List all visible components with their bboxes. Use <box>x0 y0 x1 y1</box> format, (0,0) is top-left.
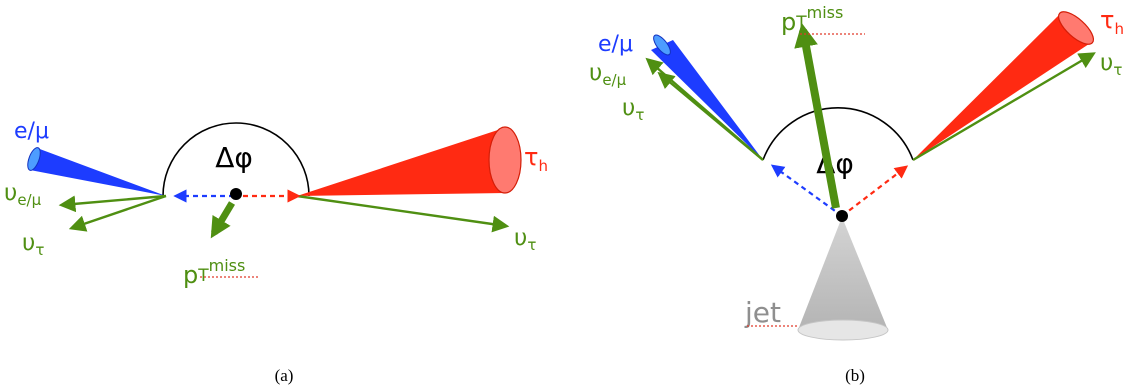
nu-lepton-label-b: υe/μ <box>589 60 627 89</box>
met-arrow <box>210 201 236 239</box>
nu-tau-arrow-b <box>912 52 1096 162</box>
nu-tau-label-b: υτ <box>1100 50 1122 79</box>
nu-tau-lepton-side-arrow <box>68 194 167 232</box>
nu-tau-lepton-side-label: υτ <box>22 230 44 259</box>
tau-label: τh <box>524 143 548 175</box>
panel-b: jet Δφ e/μ τh υe/μ υτ υτ pTmiss <box>589 3 1124 385</box>
nu-lepton-label: υe/μ <box>4 180 42 209</box>
nu-tau-lepton-side-arrow-b <box>657 71 764 161</box>
panel-a: Δφ τh e/μ υτ υe/μ υτ pTmiss (a) <box>4 119 548 385</box>
jet-cone <box>797 217 889 341</box>
delta-phi-arc-b <box>762 107 914 161</box>
lepton-label-b: e/μ <box>598 32 633 57</box>
tau-label-b: τh <box>1100 6 1124 38</box>
caption-b: (b) <box>845 366 865 385</box>
nu-tau-arrow <box>296 194 510 233</box>
delta-phi-arc <box>162 122 310 197</box>
lepton-cone-b <box>651 34 763 160</box>
jet-label: jet <box>744 296 781 329</box>
met-arrow-b <box>794 22 840 209</box>
delta-phi-label: Δφ <box>215 141 253 174</box>
tau-jet-cone-b <box>913 11 1095 160</box>
nu-tau-label: υτ <box>514 225 536 254</box>
lepton-label: e/μ <box>14 119 49 144</box>
vertex-dot <box>230 188 242 200</box>
tau-direction-arrow-b <box>841 165 909 217</box>
tau-jet-cone <box>297 126 522 196</box>
met-label-b: pTmiss <box>781 3 843 36</box>
caption-a: (a) <box>275 366 294 385</box>
nu-lepton-arrow <box>58 194 167 213</box>
met-label: pTmiss <box>183 256 245 289</box>
nu-tau-lepton-side-label-b: υτ <box>622 95 644 124</box>
lepton-cone <box>27 147 166 196</box>
vertex-dot-b <box>836 210 848 222</box>
